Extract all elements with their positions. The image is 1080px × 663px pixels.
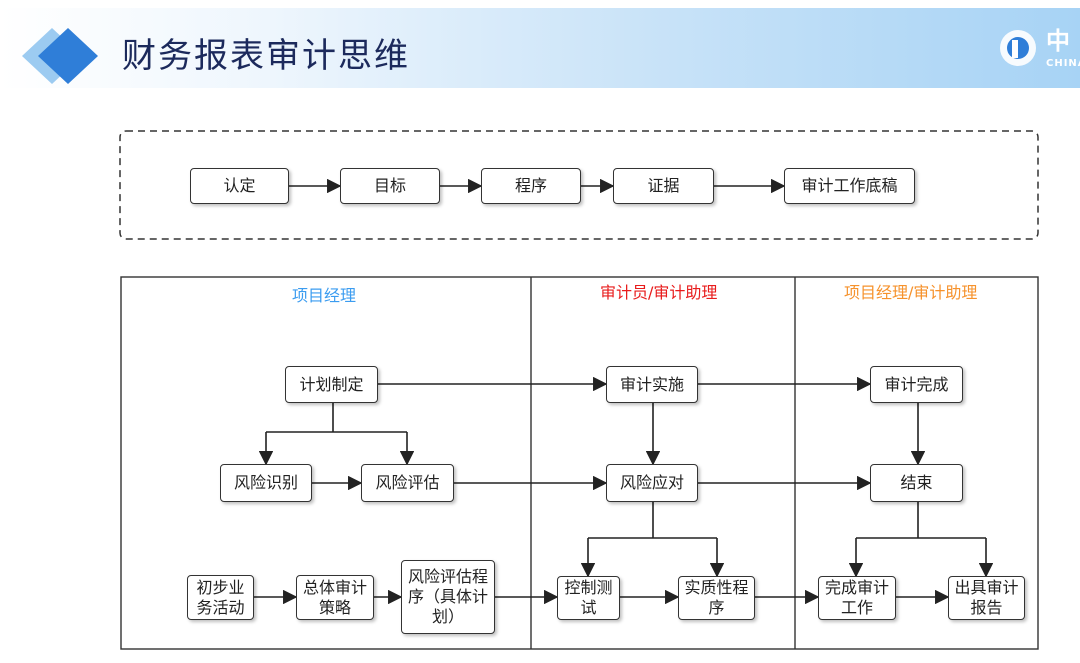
logo-subtext: CHINA [1046, 58, 1080, 69]
node-end: 结束 [870, 464, 963, 502]
node-overall-strategy: 总体审计策略 [296, 575, 374, 620]
flow-node-procedure: 程序 [481, 168, 581, 204]
flow-node-workpaper: 审计工作底稿 [784, 168, 915, 204]
swimlane-connectors [254, 376, 994, 605]
diamond-logo-icon [22, 28, 98, 84]
flow-node-evidence: 证据 [613, 168, 714, 204]
flow-node-assertion: 认定 [190, 168, 289, 204]
header-band [0, 8, 1080, 88]
flow-top-frame [119, 130, 1039, 240]
page-title: 财务报表审计思维 [122, 36, 410, 76]
node-issue-report: 出具审计报告 [948, 576, 1025, 620]
node-audit-completion: 审计完成 [870, 366, 963, 403]
company-logo-icon [1000, 30, 1036, 66]
node-risk-response: 风险应对 [606, 464, 698, 502]
node-risk-procedures: 风险评估程序（具体计划） [401, 560, 495, 634]
node-plan: 计划制定 [285, 366, 378, 403]
logo-text: 中 [1046, 27, 1070, 55]
swimlane-frame [120, 276, 1039, 650]
node-audit-implementation: 审计实施 [606, 366, 698, 403]
node-finish-audit-work: 完成审计工作 [818, 576, 896, 620]
node-risk-identify: 风险识别 [220, 464, 312, 502]
lane-label-manager: 项目经理 [292, 286, 357, 305]
lane-label-auditor: 审计员/审计助理 [600, 283, 718, 302]
node-control-test: 控制测试 [557, 576, 620, 620]
lane-label-manager-assistant: 项目经理/审计助理 [844, 283, 978, 302]
node-substantive-procedures: 实质性程序 [678, 576, 755, 620]
node-initial-activities: 初步业务活动 [187, 575, 254, 620]
node-risk-assess: 风险评估 [361, 464, 454, 502]
flow-node-objective: 目标 [340, 168, 440, 204]
